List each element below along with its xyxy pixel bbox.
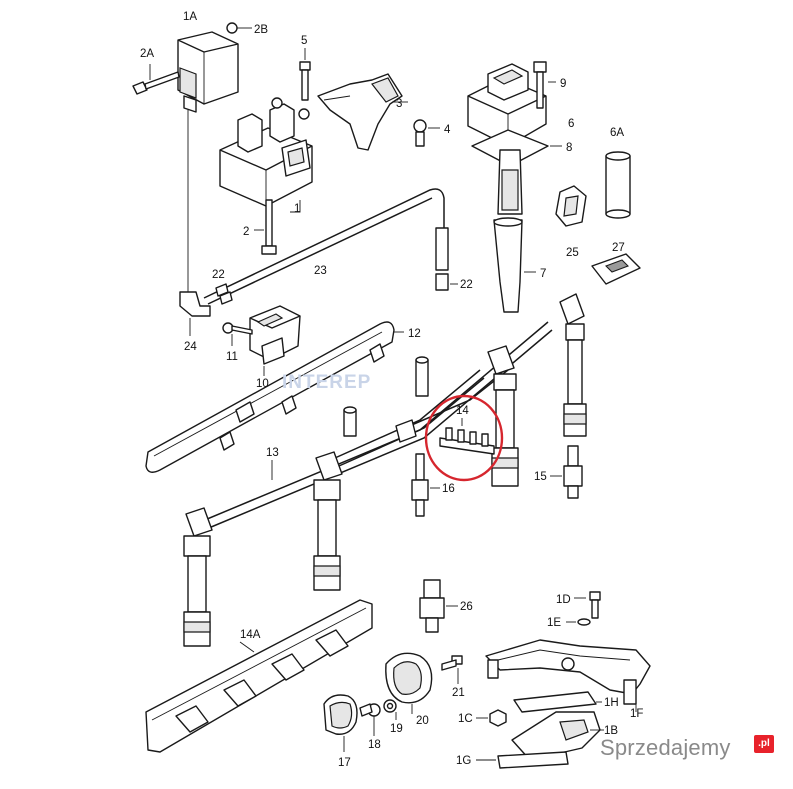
part-1f-bracket (485, 639, 651, 712)
label-1d: 1D (556, 594, 571, 606)
label-1e: 1E (547, 617, 561, 629)
label-4: 4 (444, 124, 451, 136)
label-6: 6 (568, 118, 574, 130)
part-15-spark-plug (550, 445, 583, 499)
label-20: 20 (416, 715, 429, 727)
part-1g-bar (476, 751, 569, 769)
label-6a: 6A (610, 127, 624, 139)
watermark-text: INTEREP (282, 372, 371, 393)
part-5-bolt (299, 48, 311, 101)
part-12-cable-holder (145, 321, 404, 473)
part-2b-screw (226, 22, 252, 34)
label-2a: 2A (140, 48, 154, 60)
part-13-ignition-wires (183, 293, 587, 647)
part-2-bolt (254, 199, 277, 255)
label-1g: 1G (456, 755, 471, 767)
part-1a-ignition-coil (177, 31, 239, 300)
label-24: 24 (184, 341, 197, 353)
part-14a-heat-shield (145, 599, 373, 753)
part-1h-plate (513, 691, 602, 713)
brand-badge: .pl (754, 735, 774, 753)
label-1c: 1C (458, 713, 473, 725)
label-3: 3 (396, 98, 402, 110)
label-26: 26 (460, 601, 473, 613)
part-14-wire-separator (439, 418, 495, 455)
part-6a-grease-can (605, 151, 631, 219)
label-15: 15 (534, 471, 547, 483)
part-20-clamp (385, 652, 433, 714)
label-13: 13 (266, 447, 279, 459)
part-1-coil-pack (219, 97, 313, 213)
part-18-bolt (359, 703, 381, 736)
label-1b: 1B (604, 725, 618, 737)
part-7-plug-connector (493, 149, 536, 313)
label-5: 5 (301, 35, 307, 47)
label-10: 10 (256, 378, 269, 390)
part-21-bolt (441, 655, 463, 684)
part-22-hose-clip (215, 283, 233, 305)
part-2a-bolt (132, 64, 180, 95)
label-2b: 2B (254, 24, 268, 36)
label-18: 18 (368, 739, 381, 751)
part-27-label (591, 253, 641, 285)
highlight-circle (424, 394, 504, 482)
part-10-module (249, 305, 301, 376)
part-6-coil-on-plug (467, 63, 547, 147)
part-11-screw (222, 322, 253, 346)
label-7: 7 (540, 268, 546, 280)
label-9: 9 (560, 78, 566, 90)
part-9-bolt (533, 61, 556, 109)
part-23-hose (203, 188, 458, 305)
label-12: 12 (408, 328, 421, 340)
part-26-sensor (419, 579, 458, 633)
label-22a: 22 (212, 269, 225, 281)
part-16-spark-plug (411, 453, 440, 517)
part-3-bracket (317, 73, 408, 151)
part-24-elbow (179, 291, 211, 336)
label-14a: 14A (240, 629, 261, 641)
label-11: 11 (226, 351, 238, 363)
part-1d-screw (574, 591, 601, 619)
label-19: 19 (390, 723, 403, 735)
label-1a: 1A (183, 11, 197, 23)
label-1f: 1F (630, 708, 643, 720)
part-25-clip (555, 185, 587, 227)
part-4-screw (413, 119, 440, 147)
label-25: 25 (566, 247, 579, 259)
label-2: 2 (243, 226, 249, 238)
part-8-gasket (471, 129, 562, 167)
label-22b: 22 (460, 279, 473, 291)
part-19-washer (383, 699, 397, 720)
part-17-clip (323, 694, 358, 752)
brand-watermark: Sprzedajemy (600, 735, 731, 760)
label-21: 21 (452, 687, 465, 699)
part-1c-nut (476, 709, 507, 727)
label-17: 17 (338, 757, 351, 769)
label-8: 8 (566, 142, 572, 154)
label-16: 16 (442, 483, 455, 495)
part-1e-washer (566, 618, 591, 626)
label-23: 23 (314, 265, 327, 277)
label-1: 1 (294, 203, 300, 215)
label-27: 27 (612, 242, 625, 254)
label-14: 14 (456, 405, 469, 417)
label-1h: 1H (604, 697, 619, 709)
